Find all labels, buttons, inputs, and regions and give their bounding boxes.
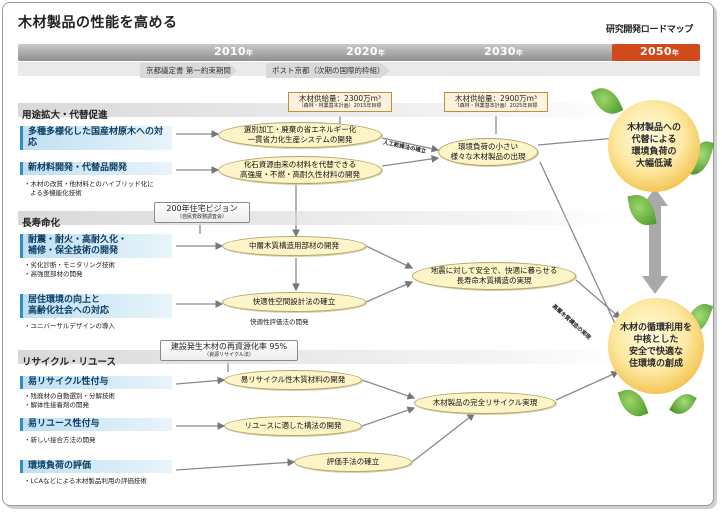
oval-full-recycling: 木材製品の完全リサイクル実現 [414,392,556,414]
year-2010: 2010年 [214,45,254,58]
oval-recyclable-materials: 易リサイクル性木質材料の開発 [224,370,362,390]
oval-low-impact-products: 環境負荷の小さい様々な木材製品の出現 [438,138,538,166]
section-header-recycle: リサイクル・リユース [18,350,628,368]
item-domestic-logs: 多種多様化した国産材原木への対応 [20,126,172,150]
item-new-materials: 新材料開発・代替品開発 [20,162,172,175]
item-seismic-durability: 耐震・耐火・高耐久化・補修・保全技術の開発 [20,234,172,258]
item-living-notes: ・ユニバーサルデザインの導入 [24,322,115,330]
timeline-bar [18,44,616,61]
goal-env-impact-reduction: 木材製品への代替による環境負荷の大幅低減 [608,100,700,192]
brand-label: 研究開発ロードマップ [606,25,694,35]
oval-comfort-design: 快適性空間設計法の確立 [222,292,366,312]
oval-midrise-members: 中層木質構造用部材の開発 [222,236,366,256]
item-seismic-notes: ・劣化診断・モニタリング技術・高強度部材の開発 [24,261,115,278]
item-easy-reuse: 易リユース性付与 [20,418,172,431]
item-living-environment: 居住環境の向上と高齢化社会への対応 [20,294,172,318]
recycle-rate-tag: 建設発生木材の再資源化率 95%（資源リサイクル法） [160,340,298,361]
item-environmental-evaluation: 環境負荷の評価 [20,460,172,473]
oval-energy-saving: 選別加工・廃棄の省エネルギー化一貫省力化生産システムの開発 [218,122,382,148]
year-2050: 2050年 [640,45,680,58]
section-header-longevity: 長寿命化 [18,211,628,229]
item-evaluation-notes: ・LCAなどによる木材製品利用の評価技術 [24,477,147,485]
year-2020: 2020年 [346,45,386,58]
oval-safe-longlife-structure: 地震に対して安全で、快適に暮らせる長寿命木質構造の実現 [412,262,576,290]
year-2030: 2030年 [484,45,524,58]
comfort-eval-label: 快適性評価法の開発 [250,318,309,326]
page-title: 木材製品の性能を高める [18,15,178,31]
goal-circular-living: 木材の循環利用を中核とした安全で快適な住環境の創成 [608,298,704,394]
oval-reuse-construction: リユースに適した構法の開発 [224,416,362,436]
oval-evaluation-method: 評価手法の確立 [294,452,412,472]
item-new-materials-notes: ・木材の改質・他材料とのハイブリッド化による多機能化技術 [24,180,154,197]
period-post-kyoto: ポスト京都（次期の国際的枠組） [266,63,391,78]
supply-2015-box: 木材供給量：2300万m³（森林・林業基本計画）2015年目標 [288,92,392,112]
item-easy-reuse-notes: ・新しい接合方法の開発 [24,436,96,444]
period-kyoto: 京都議定書 第一約束期間 [140,63,237,78]
item-easy-recycle-notes: ・残廃材の自動選別・分解技術・解体性接着剤の開発 [24,392,115,409]
housing-vision-tag: 200年住宅ビジョン（自民党政務調査会） [154,202,250,223]
timeline-goal-bar [612,44,700,61]
supply-2025-box: 木材供給量：2900万m³（森林・林業基本計画）2025年目標 [444,92,548,112]
oval-alt-materials: 化石資源由来の材料を代替できる高強度・不燃・高耐久性材料の開発 [218,156,382,184]
item-easy-recycle: 易リサイクル性付与 [20,376,172,389]
